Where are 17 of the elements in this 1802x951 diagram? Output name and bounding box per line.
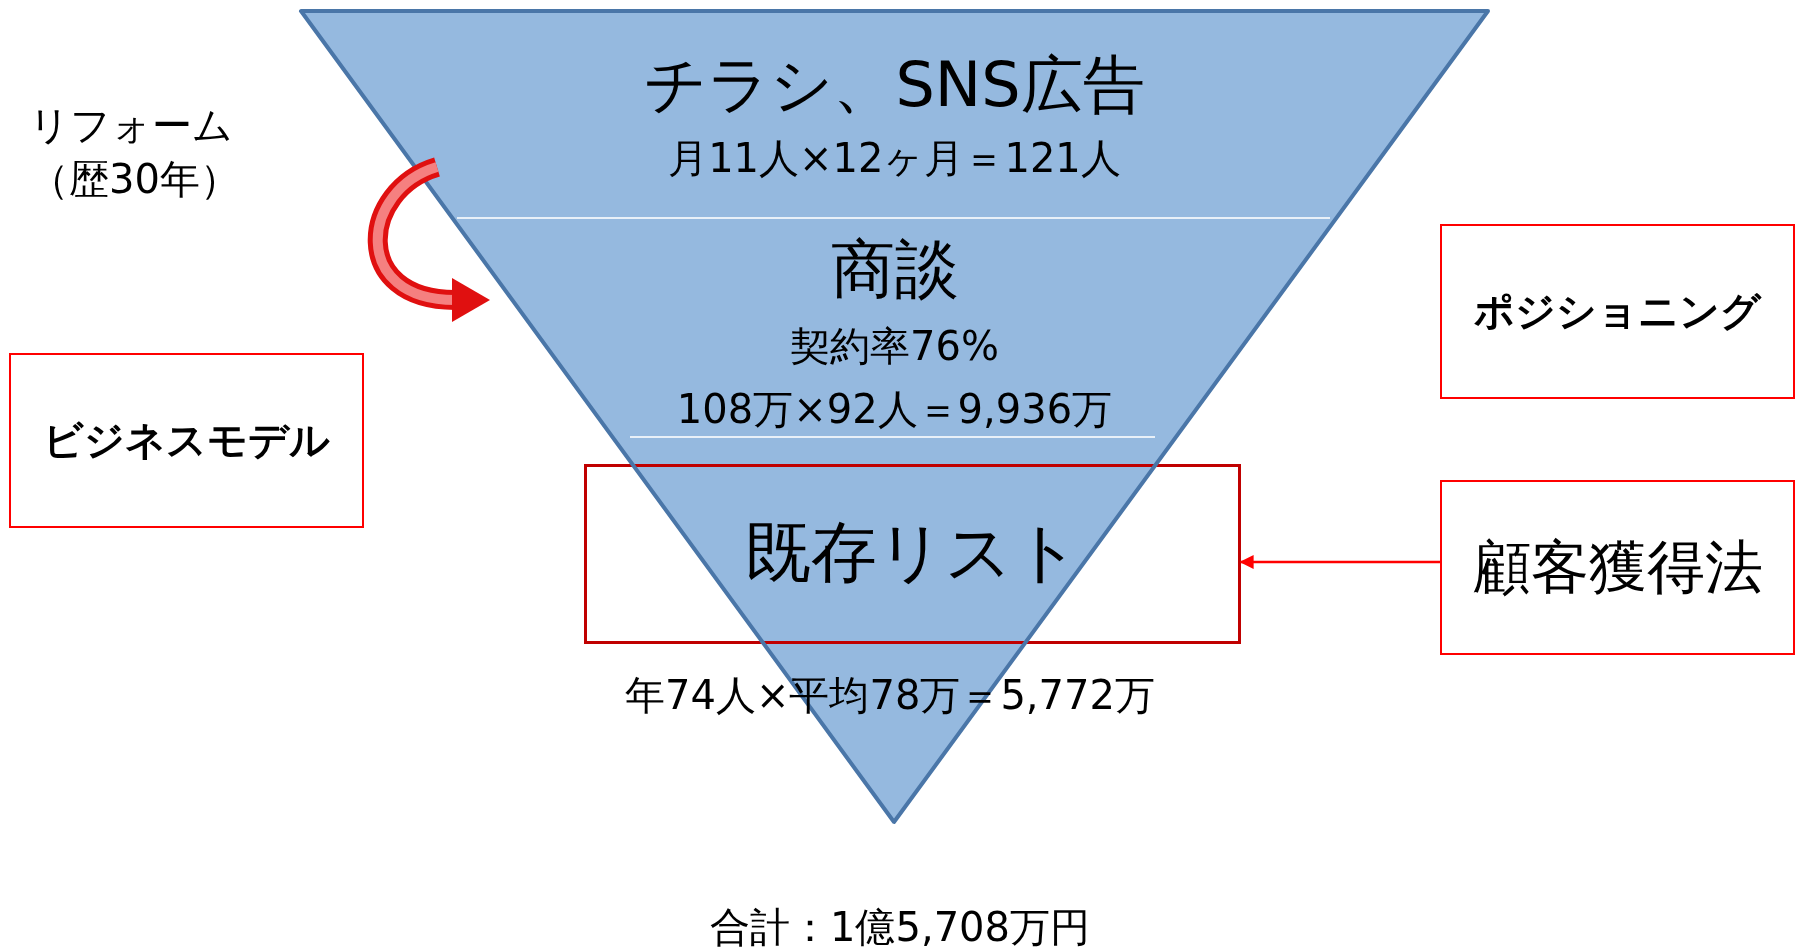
box-label: 顧客獲得法 <box>1471 536 1764 600</box>
funnel-heading: チラシ、SNS広告 <box>643 51 1146 120</box>
box-label: ビジネスモデル <box>42 418 331 462</box>
box-label: ポジショニング <box>1473 289 1763 333</box>
arrow <box>1239 555 1440 569</box>
label-box <box>1440 224 1795 399</box>
note-text: リフォーム（歴30年） <box>29 101 241 204</box>
funnel-heading: 商談 <box>829 234 960 305</box>
highlight-frame <box>584 464 1241 644</box>
label-box <box>1440 480 1795 655</box>
list-heading: 既存リスト <box>743 517 1082 590</box>
total-text: 合計：1億5,708万円 <box>709 903 1091 951</box>
label-box <box>9 353 364 528</box>
funnel-text: 月11人×12ヶ月＝121人 <box>667 136 1122 180</box>
calculation-text: 年74人×平均78万＝5,772万 <box>624 671 1156 720</box>
funnel-text: 108万×92人＝9,936万 <box>675 387 1114 431</box>
funnel-text: 契約率76% <box>789 324 1000 368</box>
